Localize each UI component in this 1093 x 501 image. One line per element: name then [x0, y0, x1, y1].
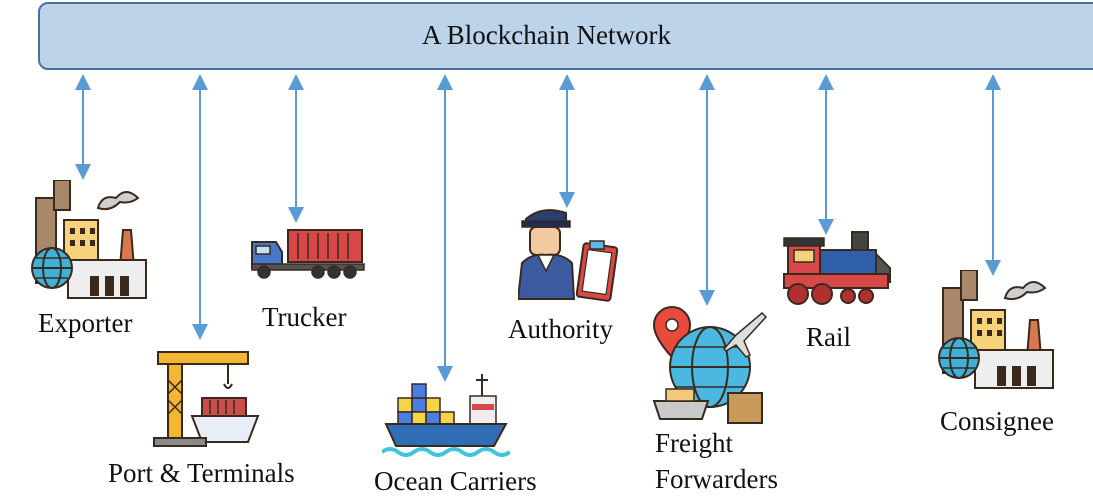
globe-plane-icon — [652, 305, 768, 424]
label-ocean-carriers: Ocean Carriers — [374, 466, 537, 496]
blockchain-network-bar — [38, 2, 1093, 70]
label-consignee: Consignee — [940, 406, 1054, 436]
cargo-ship-icon — [382, 374, 510, 457]
label-trucker: Trucker — [262, 302, 347, 332]
train-icon — [783, 231, 891, 305]
label-authority: Authority — [508, 314, 613, 344]
label-port: Port & Terminals — [108, 458, 295, 488]
label-rail: Rail — [806, 322, 851, 352]
label-freight-line1: Freight — [655, 428, 733, 458]
officer-icon — [518, 209, 619, 302]
label-freight-line2: Forwarders — [655, 464, 778, 494]
factory-icon — [938, 270, 1054, 389]
factory-icon — [31, 180, 147, 299]
port-crane-icon — [153, 351, 260, 447]
network-title: A Blockchain Network — [422, 20, 671, 50]
truck-icon — [251, 229, 365, 279]
label-exporter: Exporter — [38, 308, 133, 338]
